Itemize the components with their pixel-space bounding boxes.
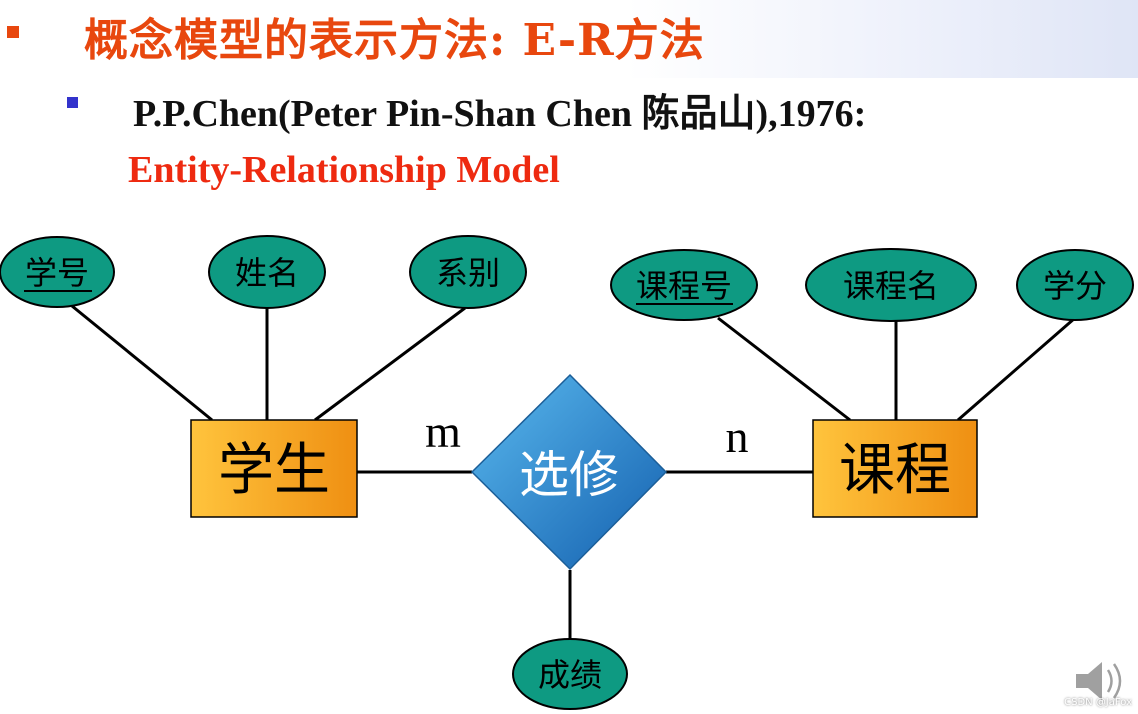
relationship-label: 选修 — [519, 446, 619, 504]
square-bullet-icon — [7, 26, 19, 38]
cardinality-n: n — [726, 411, 749, 462]
attribute-label-student-dept: 系别 — [436, 254, 500, 292]
square-bullet-icon — [67, 97, 78, 108]
attribute-ellipse-course-id — [610, 249, 758, 321]
attribute-ellipse-course-name — [805, 248, 977, 322]
attribute-label-grade: 成绩 — [538, 656, 602, 694]
entity-box-course — [812, 419, 978, 518]
attribute-label-course-credit: 学分 — [1043, 267, 1107, 305]
slide-title: 概念模型的表示方法: E-R方法 — [84, 15, 705, 66]
entity-box-student — [190, 419, 358, 518]
connector-line — [717, 316, 851, 422]
watermark: CSDN @JaFox — [1064, 697, 1132, 708]
attribute-ellipse-student-id — [0, 236, 115, 308]
attribute-label-student-name: 姓名 — [235, 254, 299, 292]
model-name: Entity-Relationship Model — [128, 149, 560, 191]
author-line: P.P.Chen(Peter Pin-Shan Chen 陈品山),1976: — [133, 93, 867, 135]
attribute-ellipse-course-credit — [1016, 249, 1134, 321]
connector-line — [71, 304, 213, 422]
relationship-diamond — [470, 373, 668, 571]
attribute-label-course-name: 课程名 — [843, 267, 939, 305]
attribute-ellipse-student-dept — [409, 235, 527, 309]
attribute-ellipse-grade — [512, 638, 628, 710]
cardinality-m: m — [425, 406, 461, 457]
speaker-icon — [1076, 662, 1122, 700]
title-band — [0, 0, 1138, 78]
connector-line — [314, 306, 466, 422]
attribute-label-student-id: 学号 — [25, 254, 89, 292]
attribute-ellipse-student-name — [208, 235, 326, 309]
attribute-label-course-id: 课程号 — [636, 267, 732, 305]
connector-line — [957, 316, 1076, 422]
entity-label-student: 学生 — [218, 438, 330, 503]
entity-label-course: 课程 — [839, 438, 951, 503]
